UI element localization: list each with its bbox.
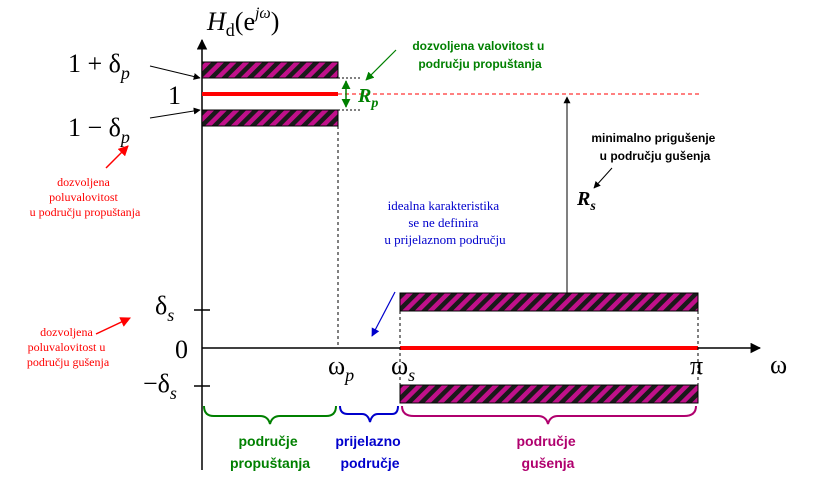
passband-upper-tolerance xyxy=(201,61,339,79)
ideal-note: idealna karakteristika se ne definira u … xyxy=(384,198,506,247)
rs-label: Rs xyxy=(576,188,596,214)
passband-lower-tolerance xyxy=(201,109,339,127)
ideal-arrow xyxy=(371,291,396,337)
min-atten-arrow xyxy=(593,167,613,189)
stopband-lower-tolerance xyxy=(399,384,699,404)
ripple-pass-note: dozvoljena valovitost u području propušt… xyxy=(412,39,547,71)
stop-region-label: područje gušenja xyxy=(516,433,579,471)
label-one-minus-delta-p: 1 − δp xyxy=(68,113,130,147)
rp-label: Rp xyxy=(357,85,378,111)
halfripple-pass-arrow xyxy=(105,145,129,169)
pass-region-label: područje propuštanja xyxy=(230,433,310,471)
label-omega-p: ωp xyxy=(328,351,354,385)
min-atten-note: minimalno prigušenje u području gušenja xyxy=(591,131,718,163)
stopband-upper-tolerance xyxy=(399,292,699,312)
x-axis-label: ω xyxy=(770,350,787,379)
label-omega-s: ωs xyxy=(391,351,415,385)
halfripple-stop-arrow xyxy=(95,317,131,335)
halfripple-stop-note: dozvoljena poluvalovitost u području guš… xyxy=(27,325,110,369)
halfripple-pass-note: dozvoljena poluvalovitost u području pro… xyxy=(30,175,141,219)
pass-brace xyxy=(203,405,337,425)
label-zero: 0 xyxy=(175,335,188,364)
stop-brace xyxy=(401,405,697,425)
arrow-one-minus-delta xyxy=(149,107,201,119)
label-delta-s: δs xyxy=(155,291,174,325)
arrow-one-plus-delta xyxy=(149,65,201,80)
label-one-plus-delta-p: 1 + δp xyxy=(68,49,130,83)
ripple-pass-arrow xyxy=(365,49,397,81)
label-neg-delta-s: −δs xyxy=(143,369,177,403)
trans-brace xyxy=(339,405,399,423)
y-axis-label: Hd(ejω) xyxy=(206,5,279,40)
label-one: 1 xyxy=(168,81,181,110)
trans-region-label: prijelazno područje xyxy=(335,433,404,471)
label-pi: π xyxy=(690,351,703,380)
